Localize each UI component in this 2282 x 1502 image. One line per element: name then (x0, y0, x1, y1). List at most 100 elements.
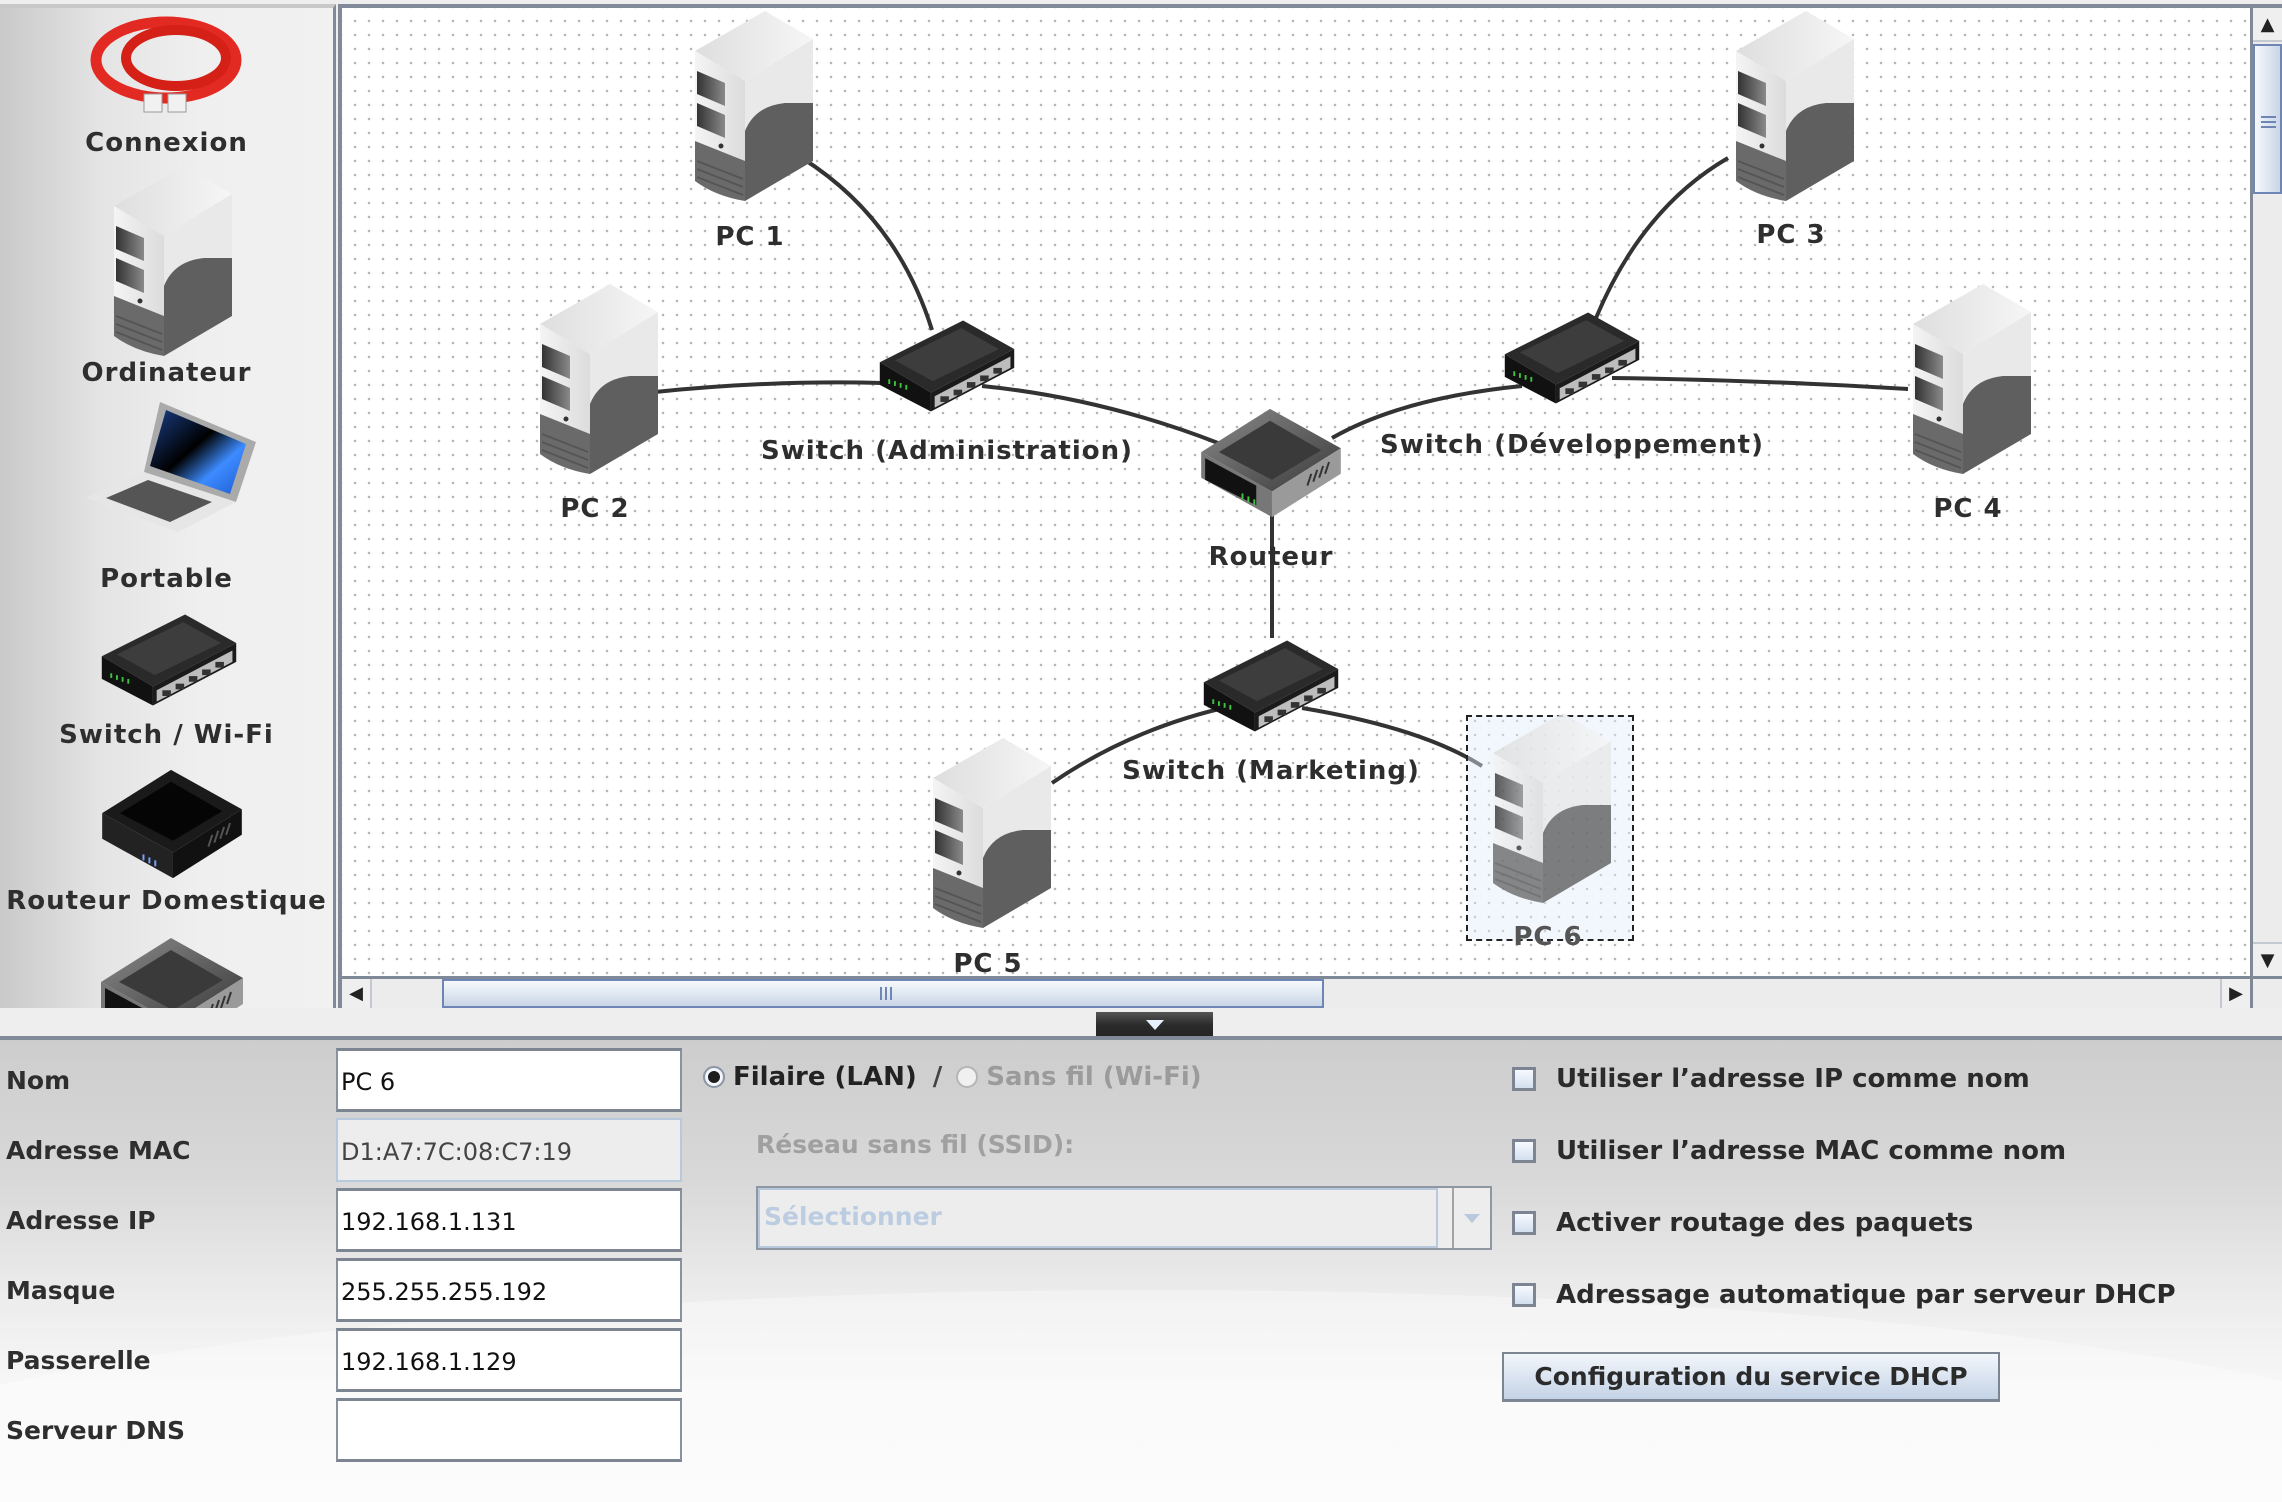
node-label: Routeur (1208, 542, 1334, 572)
palette-item-routeur-domestique[interactable]: Routeur Domestique (0, 764, 333, 924)
node-label: PC 6 (1513, 922, 1583, 952)
vertical-scrollbar[interactable]: ▲ ▼ (2250, 8, 2282, 976)
wired-radio[interactable] (703, 1066, 725, 1088)
scroll-right-button[interactable]: ▶ (2220, 979, 2250, 1008)
option-packet-routing[interactable]: Activer routage des paquets (1512, 1208, 1973, 1238)
link-pc3-sw_dev[interactable] (1594, 156, 1730, 319)
computer-tower-icon (530, 284, 660, 474)
horizontal-scroll-thumb[interactable] (442, 979, 1324, 1008)
chevron-down-icon (1145, 1020, 1164, 1030)
ip-label: Adresse IP (6, 1206, 156, 1235)
node-pc1[interactable] (685, 11, 815, 201)
node-sw_dev[interactable] (1501, 310, 1643, 406)
laptop-icon (86, 402, 256, 532)
scroll-down-button[interactable]: ▼ (2253, 942, 2282, 976)
node-label: Switch (Administration) (761, 436, 1133, 466)
mask-field[interactable] (336, 1258, 682, 1322)
computer-tower-icon (1726, 11, 1856, 201)
wired-label[interactable]: Filaire (LAN) (733, 1062, 917, 1092)
computer-tower-icon (685, 11, 815, 201)
link-pc4-sw_dev[interactable] (1611, 376, 1909, 391)
computer-tower-icon (1483, 713, 1613, 903)
router-icon (1197, 403, 1345, 521)
scroll-left-button[interactable]: ◀ (342, 979, 372, 1008)
option-ip-as-name[interactable]: Utiliser l’adresse IP comme nom (1512, 1064, 2030, 1094)
scroll-corner (2250, 976, 2282, 1008)
properties-panel: Nom Adresse MAC Adresse IP Masque Passer… (0, 1040, 2282, 1502)
computer-tower-icon (1903, 284, 2033, 474)
mac-field (336, 1118, 682, 1182)
option-dhcp-auto[interactable]: Adressage automatique par serveur DHCP (1512, 1280, 2176, 1310)
palette-label: Connexion (85, 128, 248, 158)
node-pc2[interactable] (530, 284, 660, 474)
panel-divider[interactable] (0, 1036, 2282, 1040)
node-label: Switch (Développement) (1380, 430, 1764, 460)
switch-icon (1200, 638, 1342, 734)
ssid-label: Réseau sans fil (SSID): (756, 1130, 1075, 1159)
option-label: Utiliser l’adresse IP comme nom (1556, 1064, 2030, 1094)
option-label: Utiliser l’adresse MAC comme nom (1556, 1136, 2067, 1166)
ssid-dropdown-button[interactable] (1452, 1188, 1490, 1248)
wireless-label[interactable]: Sans fil (Wi-Fi) (986, 1062, 1202, 1092)
collapse-panel-button[interactable] (1096, 1012, 1213, 1038)
checkbox[interactable] (1512, 1283, 1536, 1307)
link-sw_mkt-pc5[interactable] (1050, 704, 1233, 785)
wireless-radio[interactable] (956, 1066, 979, 1088)
node-pc4[interactable] (1903, 284, 2033, 474)
node-pc3[interactable] (1726, 11, 1856, 201)
option-label: Adressage automatique par serveur DHCP (1556, 1280, 2176, 1310)
vertical-scroll-thumb[interactable] (2253, 44, 2282, 194)
node-pc6[interactable] (1483, 713, 1613, 903)
ip-field[interactable] (336, 1188, 682, 1252)
link-pc2-sw_admin[interactable] (654, 380, 883, 394)
palette-item-connexion[interactable]: Connexion (0, 8, 333, 166)
horizontal-scrollbar[interactable]: ◀ ▶ (342, 976, 2250, 1008)
separator: / (932, 1062, 943, 1092)
gateway-label: Passerelle (6, 1346, 151, 1375)
computer-tower-icon (104, 166, 234, 356)
dns-label: Serveur DNS (6, 1416, 186, 1445)
ssid-select[interactable]: Sélectionner (756, 1186, 1492, 1250)
dhcp-config-button[interactable]: Configuration du service DHCP (1502, 1352, 2000, 1402)
node-label: Switch (Marketing) (1122, 756, 1420, 786)
link-sw_admin-router[interactable] (981, 384, 1219, 445)
router-icon (96, 932, 248, 1008)
node-router[interactable] (1197, 403, 1345, 521)
node-label: PC 1 (715, 222, 785, 252)
node-label: PC 3 (1756, 220, 1826, 250)
cable-icon (90, 16, 242, 113)
connection-type-group: Filaire (LAN) / Sans fil (Wi-Fi) (703, 1062, 1202, 1092)
node-label: PC 2 (560, 494, 630, 524)
name-label: Nom (6, 1066, 71, 1095)
palette-label: Ordinateur (81, 358, 252, 388)
scroll-up-button[interactable]: ▲ (2253, 8, 2282, 42)
palette-item-portable[interactable]: Portable (0, 398, 333, 608)
palette-item-switch-wifi[interactable]: Switch / Wi-Fi (0, 608, 333, 758)
palette-item-ordinateur[interactable]: Ordinateur (0, 166, 333, 396)
chevron-down-icon (1464, 1213, 1480, 1223)
checkbox[interactable] (1512, 1211, 1536, 1235)
palette-label: Routeur Domestique (6, 886, 327, 916)
dns-field[interactable] (336, 1398, 682, 1462)
name-field[interactable] (336, 1048, 682, 1112)
home-router-icon (102, 769, 242, 879)
node-sw_admin[interactable] (876, 318, 1018, 414)
checkbox[interactable] (1512, 1067, 1536, 1091)
gateway-field[interactable] (336, 1328, 682, 1392)
palette-item-routeur[interactable] (0, 928, 333, 1008)
option-mac-as-name[interactable]: Utiliser l’adresse MAC comme nom (1512, 1136, 2066, 1166)
node-sw_mkt[interactable] (1200, 638, 1342, 734)
option-label: Activer routage des paquets (1556, 1208, 1974, 1238)
node-pc5[interactable] (923, 738, 1053, 928)
link-sw_dev-router[interactable] (1331, 384, 1523, 440)
link-pc1-sw_admin[interactable] (800, 156, 934, 331)
checkbox[interactable] (1512, 1139, 1536, 1163)
switch-icon (1501, 310, 1643, 406)
mac-label: Adresse MAC (6, 1136, 191, 1165)
palette-label: Switch / Wi-Fi (59, 720, 274, 750)
node-label: PC 4 (1933, 494, 2003, 524)
device-palette: Connexion Ordinateur Portable Switch / W… (0, 4, 336, 1008)
palette-label: Portable (100, 564, 233, 594)
